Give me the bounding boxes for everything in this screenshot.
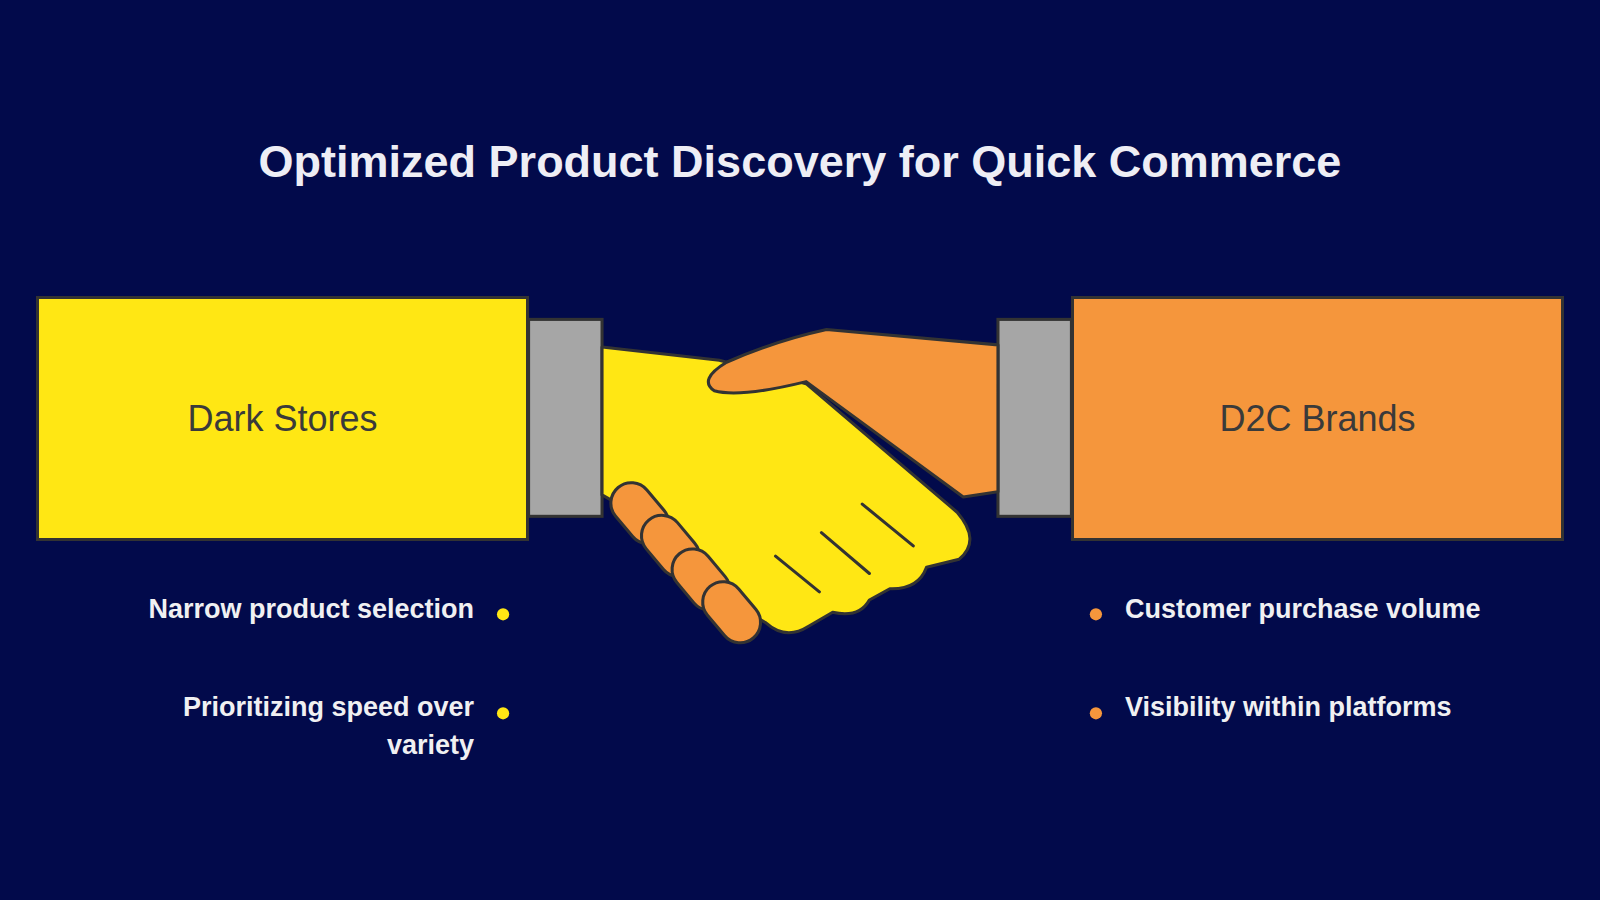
orange-hand [708, 330, 998, 497]
box-label: D2C Brands [1219, 398, 1415, 440]
bullet-dot [1090, 608, 1102, 620]
left-cuff [529, 319, 602, 516]
bullet-text: Narrow product selection [134, 590, 474, 628]
finger [694, 573, 769, 651]
bullet-text: Customer purchase volume [1125, 590, 1565, 628]
finger-lines [776, 504, 914, 592]
diagram-title: Optimized Product Discovery for Quick Co… [0, 136, 1600, 188]
bullet-dot [497, 707, 509, 719]
bullet-text: Visibility within platforms [1125, 688, 1565, 726]
group-box: D2C Brands [1071, 296, 1564, 541]
group-box: Dark Stores [36, 296, 529, 541]
box-label: Dark Stores [187, 398, 377, 440]
orange-fingers [603, 474, 769, 651]
bullet-text: Prioritizing speed over variety [134, 688, 474, 764]
bullet-dot [1090, 707, 1102, 719]
bullet-dot [497, 608, 509, 620]
right-cuff [998, 319, 1071, 516]
